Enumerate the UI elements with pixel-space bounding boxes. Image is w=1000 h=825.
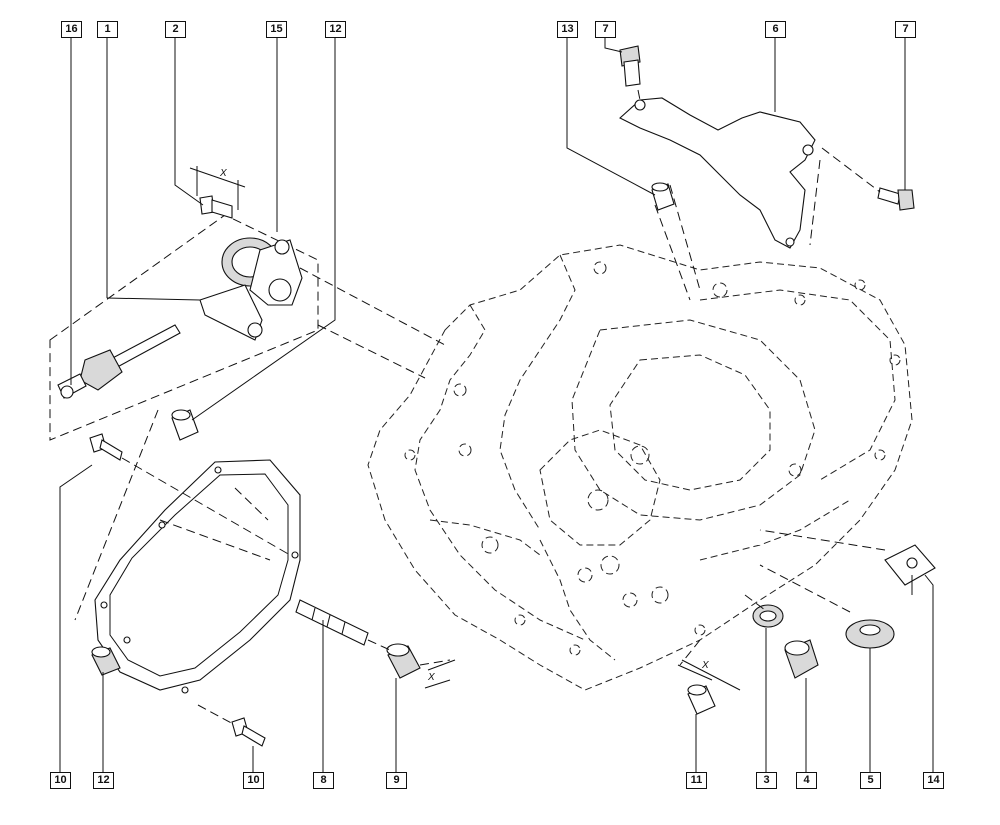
callout-9: 9 [386,772,407,789]
dimension-x-dowel-11: X [702,660,709,671]
callout-5: 5 [860,772,881,789]
bolt-part-7-right [877,187,915,211]
callout-4: 4 [796,772,817,789]
callout-11: 11 [686,772,707,789]
dowel-part-11 [677,659,741,715]
assembly-frame [49,214,319,441]
hydraulic-pipe-part-1 [57,324,181,399]
drain-plug-part-4 [784,639,819,679]
alignment-lines [121,89,886,726]
seal-washer-part-3 [752,604,784,628]
stud-part-8 [295,599,369,646]
release-bearing-part-15 [199,237,303,341]
spacer-ring-part-5 [845,619,895,649]
dowel-sleeve-part-12-top [171,409,199,441]
callout-12-top: 12 [325,21,346,38]
callout-13: 13 [557,21,578,38]
callout-10-left: 10 [50,772,71,789]
dimension-x-nut-9: X [428,672,435,683]
leader-lines [59,38,934,772]
callout-14: 14 [923,772,944,789]
bolt-part-7-top [619,45,641,87]
bush-part-13 [651,182,675,211]
nut-part-9 [386,643,456,689]
dowel-sleeve-part-12-bottom [91,646,121,676]
callout-7-top: 7 [595,21,616,38]
callout-16: 16 [61,21,82,38]
gearbox-housing [367,244,913,691]
callout-7-right: 7 [895,21,916,38]
bolt-part-10-bottom [231,717,266,747]
callout-1: 1 [97,21,118,38]
bolt-part-10-top [89,433,123,461]
callout-12-bottom: 12 [93,772,114,789]
callout-6: 6 [765,21,786,38]
callout-10-bottom: 10 [243,772,264,789]
callout-8: 8 [313,772,334,789]
callout-3: 3 [756,772,777,789]
callout-2: 2 [165,21,186,38]
bracket-part-6 [619,97,816,249]
clip-nut-part-14 [884,544,936,595]
callout-15: 15 [266,21,287,38]
clutch-cover-gasket [74,409,301,694]
bolt-part-2 [189,166,246,219]
dimension-x-bolt-2: X [220,168,227,179]
